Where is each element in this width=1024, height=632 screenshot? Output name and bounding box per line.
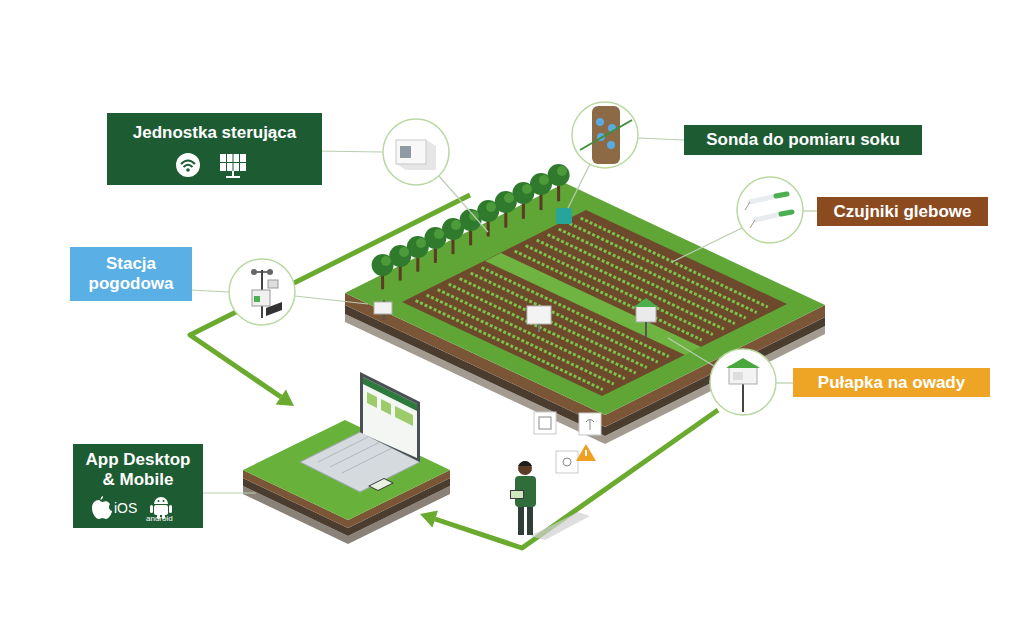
box-label: Sonda do pomiaru soku: [706, 130, 900, 150]
crop-plot: [402, 210, 787, 396]
app-platform: [243, 372, 450, 544]
control-unit-box: Jednostka sterująca: [107, 113, 322, 185]
box-label: Stacja pogodowa: [78, 254, 184, 294]
field-devices: [374, 208, 658, 338]
weather-station-box: Stacja pogodowa: [70, 247, 192, 301]
leader-lines: [190, 138, 817, 493]
flow-arrows: [190, 195, 718, 548]
sap-probe-box: Sonda do pomiaru soku: [684, 125, 922, 155]
platform-icons: [73, 490, 203, 535]
app-box: App Desktop & Mobile iOS android: [73, 444, 203, 528]
soil-sensor-box: Czujniki glebowe: [817, 197, 988, 226]
platform-name: iOS: [114, 500, 137, 516]
farmer-figure: [510, 461, 590, 540]
alert-icons: [534, 412, 601, 473]
box-label: Czujniki glebowe: [834, 202, 972, 222]
box-label: App Desktop & Mobile: [79, 450, 197, 490]
insect-trap-box: Pułapka na owady: [793, 368, 990, 397]
box-label: Jednostka sterująca: [107, 123, 322, 143]
platform-name: android: [146, 514, 173, 524]
wifi-solar-icons: [162, 151, 262, 184]
box-label: Pułapka na owady: [818, 373, 965, 393]
